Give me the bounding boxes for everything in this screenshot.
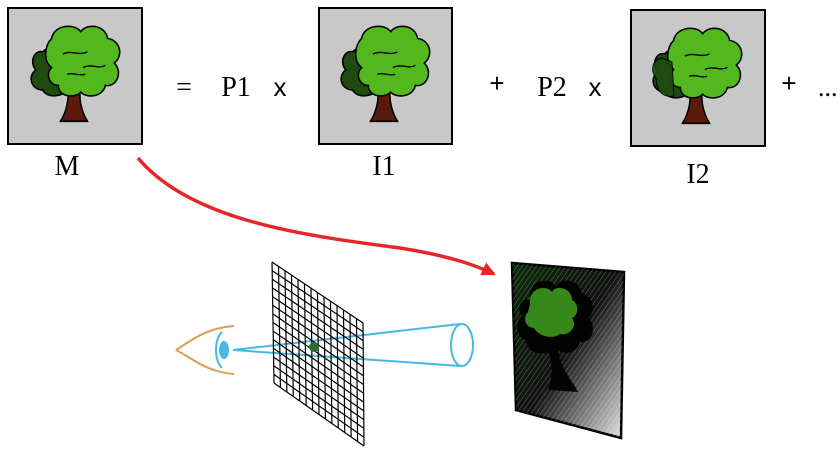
- display-screen: [510, 261, 626, 440]
- times-sign-1: x: [274, 72, 287, 102]
- plus-sign-2: +: [781, 68, 796, 98]
- coefficient-p1: P1: [221, 72, 251, 103]
- tile-i2: [630, 9, 766, 147]
- grid-hit-point: [309, 342, 319, 352]
- grid-line: [273, 382, 365, 447]
- grid-line: [323, 296, 327, 420]
- grid-line: [272, 322, 364, 385]
- plus-sign-1: +: [489, 68, 504, 98]
- grid-line: [273, 373, 365, 438]
- grid-line: [329, 301, 333, 424]
- grid-line: [342, 309, 346, 433]
- grid-line: [362, 322, 365, 447]
- grid-line: [273, 356, 365, 421]
- ellipsis: ...: [818, 73, 838, 102]
- grid-line: [355, 318, 359, 442]
- equals-sign: =: [176, 72, 192, 103]
- grid-line: [349, 314, 352, 438]
- grid-line: [273, 347, 365, 412]
- grid-line: [272, 339, 364, 403]
- grid-line: [336, 305, 339, 429]
- grid-line: [272, 330, 364, 394]
- tile-m: [7, 7, 143, 145]
- pixel-grid: [271, 261, 365, 447]
- eye-icon: [175, 325, 235, 375]
- label-i1: I1: [372, 151, 395, 182]
- tile-i1: [318, 7, 453, 145]
- coefficient-p2: P2: [537, 72, 567, 103]
- grid-line: [273, 365, 365, 429]
- times-sign-2: x: [589, 72, 602, 102]
- view-frustum: [232, 323, 474, 367]
- label-m: M: [55, 151, 80, 182]
- projection-arrow: [136, 156, 496, 276]
- label-i2: I2: [686, 159, 709, 190]
